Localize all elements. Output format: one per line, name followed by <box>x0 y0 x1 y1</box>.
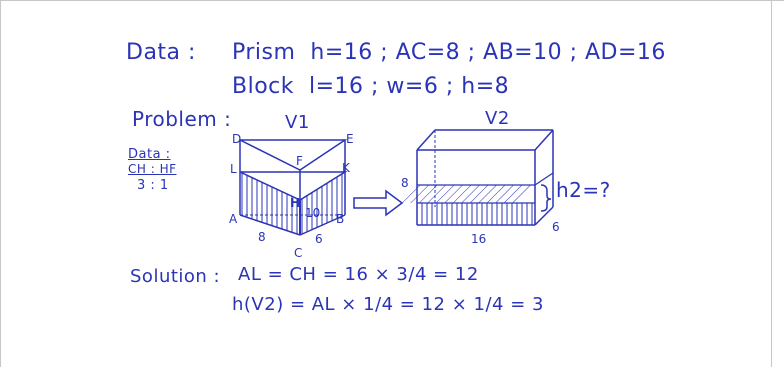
dim-ab: 10 <box>305 206 321 220</box>
vertex-k: K <box>342 161 350 175</box>
solution-label: Solution : <box>130 266 221 287</box>
block-width-label: 6 <box>552 220 560 234</box>
solution-line-2: h(V2) = AL × 1/4 = 12 × 1/4 = 3 <box>232 294 544 315</box>
vertex-l: L <box>230 162 237 176</box>
prism-figure <box>239 139 348 236</box>
block-data-line: Block l=16 ; w=6 ; h=8 <box>232 74 510 99</box>
frame-right-rule <box>771 0 772 367</box>
block-height-label: 8 <box>401 176 409 190</box>
dim-ac: 8 <box>258 230 266 244</box>
data-label: Data : <box>126 40 196 65</box>
vertex-a: A <box>229 212 238 226</box>
vertex-d: D <box>232 132 242 146</box>
water-height-brace <box>540 184 552 212</box>
vertex-e: E <box>346 132 354 146</box>
block-water-top <box>395 185 535 203</box>
vertex-f: F <box>296 154 303 168</box>
block-water-front <box>417 203 535 225</box>
transfer-arrow-icon <box>353 189 404 217</box>
block-title: V2 <box>485 108 510 129</box>
prism-title: V1 <box>285 112 310 133</box>
prism-top-face <box>239 139 348 171</box>
block-figure <box>395 129 554 226</box>
ratio-value: 3 : 1 <box>137 178 169 193</box>
dim-bc: 6 <box>315 232 323 246</box>
vertex-c: C <box>294 246 303 260</box>
solution-line-1: AL = CH = 16 × 3/4 = 12 <box>238 264 479 285</box>
problem-side-data-label: Data : <box>128 147 171 162</box>
vertex-h: H <box>290 196 301 210</box>
problem-label: Problem : <box>132 107 232 131</box>
block-length-label: 16 <box>471 232 487 246</box>
water-height-question: h2=? <box>556 178 611 202</box>
vertex-b: B <box>336 212 345 226</box>
ratio-label: CH : HF <box>128 162 177 176</box>
prism-data-line: Prism h=16 ; AC=8 ; AB=10 ; AD=16 <box>232 40 666 65</box>
